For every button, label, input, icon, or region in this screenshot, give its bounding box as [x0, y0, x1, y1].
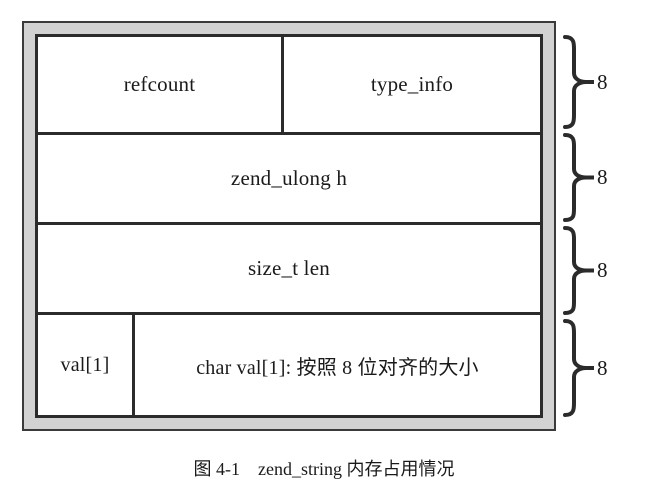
table-row-header: refcount type_info: [38, 37, 540, 135]
size-label-val: 8: [597, 355, 608, 380]
cell-refcount: refcount: [38, 37, 284, 132]
curly-brace-icon: [563, 133, 594, 222]
curly-brace-icon: [563, 319, 594, 417]
figure-caption: 图 4-1 zend_string 内存占用情况: [193, 459, 455, 479]
size-label-len: 8: [597, 258, 608, 282]
cell-char-val-note: char val[1]: 按照 8 位对齐的大小: [135, 315, 540, 415]
curly-brace-icon: [563, 226, 594, 315]
cell-size-t-len: size_t len: [38, 225, 540, 312]
size-annotation-column: 8 8 8 8: [560, 21, 648, 431]
size-brace-group-len: 8: [560, 224, 648, 317]
cell-zend-ulong-h: zend_ulong h: [38, 135, 540, 222]
size-brace-group-hash: 8: [560, 131, 648, 224]
size-brace-group-header: 8: [560, 33, 648, 131]
table-row-hash: zend_ulong h: [38, 135, 540, 225]
cell-val: val[1]: [38, 315, 135, 415]
size-brace-group-val: 8: [560, 317, 648, 419]
table-row-val: val[1] char val[1]: 按照 8 位对齐的大小: [38, 315, 540, 415]
size-label-hash: 8: [597, 165, 608, 189]
cell-type-info: type_info: [284, 37, 540, 132]
memory-layout-table: refcount type_info zend_ulong h size_t l…: [35, 34, 543, 418]
table-row-len: size_t len: [38, 225, 540, 315]
outer-frame: refcount type_info zend_ulong h size_t l…: [22, 21, 556, 431]
curly-brace-icon: [563, 35, 594, 129]
size-label-header: 8: [597, 69, 608, 94]
